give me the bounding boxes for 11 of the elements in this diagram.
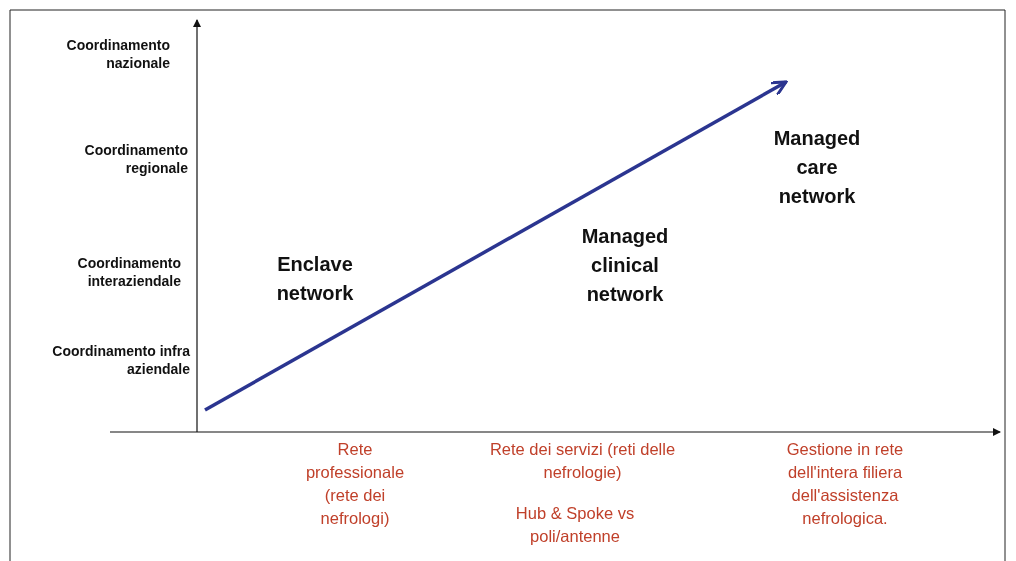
axis-label: Coordinamento regionale [83,141,188,178]
category-label: Hub & Spoke vs poli/antenne [514,503,636,548]
axis-label: Coordinamento interaziendale [76,254,181,291]
category-label: Rete dei servizi (reti delle nefrologie) [488,439,677,484]
category-label: Gestione in rete dell'intera filiera dell'assistenza nefrologica. [785,439,905,530]
category-label: Rete professionale (rete dei nefrologi) [304,439,406,530]
axis-label: Coordinamento infra aziendale [51,342,190,379]
network-label: Managed care network [772,126,862,209]
network-label: Managed clinical network [580,224,670,307]
network-label: Enclave network [275,252,355,306]
axis-label: Coordinamento nazionale [65,36,170,73]
